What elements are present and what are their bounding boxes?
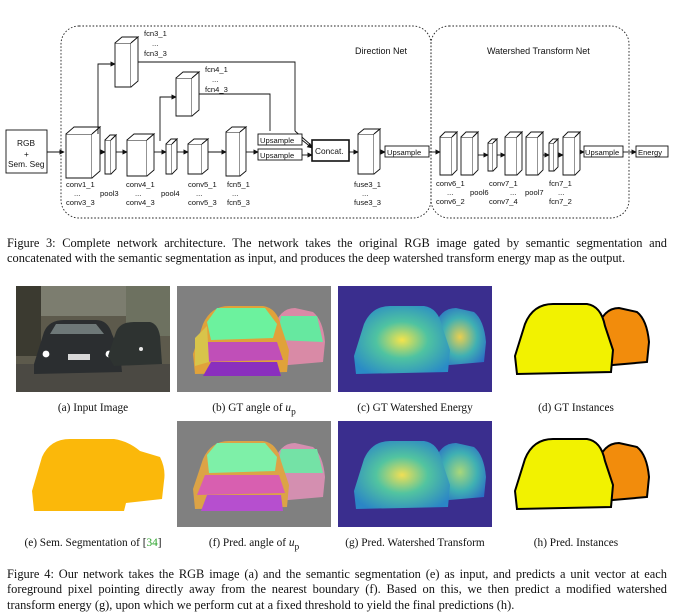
panel-pred-watershed — [338, 421, 492, 527]
caption-d: (d) GT Instances — [538, 402, 614, 414]
upsample-label-2: Upsample — [260, 151, 294, 160]
input-label-line3: Sem. Seg — [8, 159, 45, 169]
fuse-top-label: fuse3_1 — [354, 180, 381, 189]
conv4-top-label: conv4_1 — [126, 180, 155, 189]
upsample-box-3 — [384, 145, 430, 158]
conv4-dots: ... — [135, 189, 141, 198]
conv5-dots: ... — [196, 189, 202, 198]
conv5-top-label: conv5_1 — [188, 180, 217, 189]
direction-net-box — [60, 25, 432, 219]
fcn5-dots: ... — [232, 189, 238, 198]
fcn4-dots: ... — [212, 75, 218, 84]
upsample-label-1: Upsample — [260, 136, 294, 145]
conv5-bottom-label: conv5_3 — [188, 198, 217, 207]
caption-a: (a) Input Image — [57, 402, 129, 414]
upsample-box-2 — [257, 148, 303, 161]
watershed-net-title: Watershed Transform Net — [487, 46, 590, 56]
fcn5-bottom-label: fcn5_3 — [227, 198, 250, 207]
panel-sem-segmentation — [16, 421, 170, 527]
panel-pred-angle — [177, 421, 331, 527]
panel-gt-angle — [177, 286, 331, 392]
upsample-box-4 — [583, 145, 624, 158]
conv1-dots: ... — [74, 189, 80, 198]
fcn3-top-label: fcn3_1 — [144, 29, 167, 38]
fcn7-top-label: fcn7_1 — [549, 179, 572, 188]
fuse-bottom-label: fuse3_3 — [354, 198, 381, 207]
energy-box — [635, 145, 669, 158]
conv7-bottom-label: conv7_4 — [489, 197, 518, 206]
panel-input-image — [16, 286, 170, 392]
figure3-caption: Figure 3: Complete network architecture.… — [7, 236, 667, 266]
layer-labels: conv1_1 ... conv3_3 pool3 conv4_1 ... co… — [66, 179, 572, 207]
conv7-dots: ... — [510, 188, 516, 197]
pool3-label: pool3 — [100, 189, 119, 198]
fuse-dots: ... — [362, 189, 368, 198]
caption-e: (e) Sem. Segmentation of [34] — [24, 537, 162, 549]
conv1-top-label: conv1_1 — [66, 180, 95, 189]
fcn7-dots: ... — [558, 188, 564, 197]
fcn4-top-label: fcn4_1 — [205, 65, 228, 74]
concat-label: Concat. — [315, 146, 344, 156]
conv-blocks-watershed — [439, 130, 582, 176]
conv7-top-label: conv7_1 — [489, 179, 518, 188]
fcn4-bottom-label: fcn4_3 — [205, 85, 228, 94]
conv6-dots: ... — [447, 188, 453, 197]
energy-label: Energy — [638, 148, 662, 157]
caption-f: (f) Pred. angle of up — [208, 537, 300, 553]
caption-c: (c) GT Watershed Energy — [357, 402, 473, 414]
conv4-bottom-label: conv4_3 — [126, 198, 155, 207]
network-architecture-diagram: Direction Net Watershed Transform Net RG… — [5, 25, 669, 219]
fcn7-bottom-label: fcn7_2 — [549, 197, 572, 206]
fcn3-dots: ... — [152, 39, 158, 48]
input-label-line2: + — [24, 149, 29, 159]
upsample-label-3: Upsample — [387, 148, 421, 157]
caption-g: (g) Pred. Watershed Transform — [345, 537, 485, 549]
concat-box — [311, 139, 350, 162]
fcn3-bottom-label: fcn3_3 — [144, 49, 167, 58]
direction-net-title: Direction Net — [355, 46, 408, 56]
figure4-caption: Figure 4: Our network takes the RGB imag… — [7, 567, 667, 612]
conv1-bottom-label: conv3_3 — [66, 198, 95, 207]
upsample-box-1 — [257, 133, 303, 146]
pool4-label: pool4 — [161, 189, 180, 198]
conv-blocks-direction — [65, 36, 382, 179]
conv6-top-label: conv6_1 — [436, 179, 465, 188]
upsample-label-4: Upsample — [585, 148, 619, 157]
fcn5-top-label: fcn5_1 — [227, 180, 250, 189]
conv6-bottom-label: conv6_2 — [436, 197, 465, 206]
caption-b: (b) GT angle of up — [212, 402, 296, 418]
input-box — [5, 129, 48, 174]
input-label-line1: RGB — [17, 138, 35, 148]
panel-gt-watershed-energy — [338, 286, 492, 392]
panel-gt-instances — [499, 286, 653, 392]
caption-h: (h) Pred. Instances — [533, 537, 619, 549]
panel-pred-instances — [499, 421, 653, 527]
pool6-label: pool6 — [470, 188, 489, 197]
pool7-label: pool7 — [525, 188, 544, 197]
